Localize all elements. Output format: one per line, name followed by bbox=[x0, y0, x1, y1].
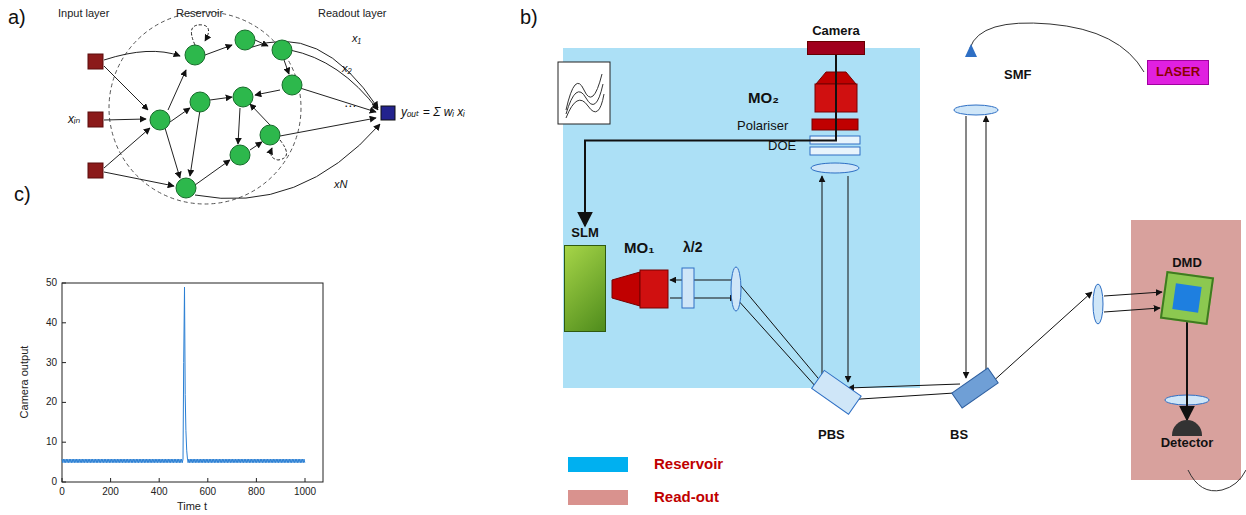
readout-unit bbox=[381, 106, 395, 120]
legend-text: Read-out bbox=[654, 489, 719, 506]
state-symbol: x₂ bbox=[342, 62, 352, 74]
state-symbol: xN bbox=[334, 178, 347, 190]
detector-node: Detector bbox=[1161, 420, 1214, 451]
signal-connector bbox=[1186, 322, 1188, 420]
input-units bbox=[88, 54, 103, 178]
state-symbol: x₁ bbox=[352, 32, 361, 44]
component-label: Detector bbox=[1161, 436, 1214, 451]
signal-connector bbox=[585, 55, 836, 226]
tick-label: 40 bbox=[46, 317, 57, 328]
component-label: DMD bbox=[1172, 256, 1202, 271]
legend-text: Reservoir bbox=[654, 456, 723, 473]
panel-label: c) bbox=[14, 183, 31, 205]
component-label: SMF bbox=[1004, 68, 1031, 82]
panel-label: b) bbox=[520, 6, 538, 28]
input-symbol: xᵢₙ bbox=[68, 113, 80, 126]
reservoir-network bbox=[104, 12, 380, 204]
tick-label: 400 bbox=[151, 486, 168, 497]
component-label: MO₁ bbox=[624, 240, 654, 257]
component-label: LASER bbox=[1156, 65, 1200, 80]
tick-label: 800 bbox=[248, 486, 265, 497]
optics bbox=[612, 44, 1209, 414]
tick-label: 200 bbox=[102, 486, 119, 497]
tick-label: 50 bbox=[46, 277, 57, 288]
processing-box bbox=[558, 62, 610, 124]
output-formula: yₒᵤₜ = Σ wᵢ xᵢ bbox=[401, 106, 465, 119]
slm-node: SLM bbox=[564, 226, 606, 332]
readout-region bbox=[1131, 220, 1241, 480]
dmd-chip bbox=[1160, 271, 1214, 325]
dmd-node: DMD bbox=[1163, 256, 1211, 322]
legend-swatch bbox=[568, 490, 628, 505]
reservoir-region bbox=[563, 48, 920, 388]
layer-title: Reservoir bbox=[176, 7, 223, 19]
detector-dome bbox=[1172, 420, 1202, 436]
ellipsis: ⋯ bbox=[344, 100, 356, 113]
axis-title: Time t bbox=[177, 500, 207, 512]
axis-title: Camera output bbox=[18, 346, 30, 419]
camera-node: Camera bbox=[807, 24, 865, 55]
tick-label: 10 bbox=[46, 436, 57, 447]
component-label: PBS bbox=[818, 428, 845, 442]
signal-line bbox=[62, 287, 305, 463]
tick-label: 20 bbox=[46, 396, 57, 407]
tick-label: 600 bbox=[199, 486, 216, 497]
axis-ticks bbox=[62, 283, 305, 482]
component-label: MO₂ bbox=[748, 90, 779, 107]
layer-title: Readout layer bbox=[318, 7, 387, 19]
laser-node: LASER bbox=[1147, 60, 1209, 85]
reservoir-neurons bbox=[150, 30, 302, 198]
tick-label: 0 bbox=[59, 486, 65, 497]
dmd-mirrors bbox=[1172, 283, 1201, 312]
chart-axes bbox=[62, 283, 323, 482]
legend-swatch bbox=[568, 457, 628, 472]
component-label: λ/2 bbox=[683, 240, 702, 255]
tick-label: 0 bbox=[51, 476, 57, 487]
panel-label: a) bbox=[8, 6, 26, 28]
tick-label: 30 bbox=[46, 357, 57, 368]
camera-sensor bbox=[807, 41, 865, 55]
tick-label: 1000 bbox=[294, 486, 316, 497]
component-label: SLM bbox=[571, 226, 598, 241]
component-label: DOE bbox=[768, 139, 796, 153]
component-label: Polariser bbox=[737, 119, 788, 133]
slm-panel bbox=[564, 245, 606, 332]
component-label: BS bbox=[950, 428, 968, 442]
component-label: Camera bbox=[812, 24, 860, 39]
optical-beams bbox=[670, 23, 1246, 491]
layer-title: Input layer bbox=[58, 7, 109, 19]
